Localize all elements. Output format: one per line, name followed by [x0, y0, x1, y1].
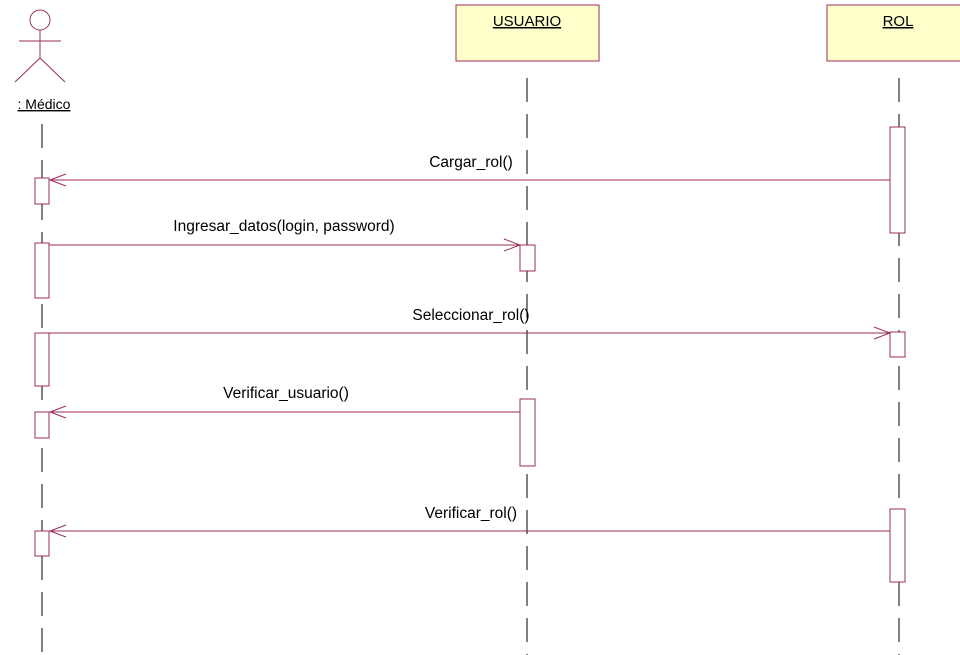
- actor-medico[interactable]: : Médico: [14, 9, 71, 112]
- message-seleccionar-rol[interactable]: Seleccionar_rol(): [49, 307, 892, 340]
- activation-bar-usuario: [519, 398, 536, 467]
- activation-bar-rol: [889, 331, 906, 358]
- arrow-head-icon: [48, 524, 67, 538]
- activation-bar-rol: [889, 508, 906, 583]
- activation-bar-medico: [34, 530, 50, 557]
- stick-figure-actor-icon: [14, 9, 66, 83]
- message-label: Seleccionar_rol(): [412, 307, 529, 324]
- activation-bar-usuario: [519, 244, 536, 272]
- object-box: [455, 4, 600, 62]
- object-label: ROL: [883, 13, 914, 30]
- message-label: Verificar_rol(): [425, 505, 517, 522]
- arrow-head-icon: [48, 405, 67, 419]
- activation-bar-medico: [34, 332, 50, 387]
- object-usuario[interactable]: USUARIO: [455, 4, 600, 62]
- arrow-head-icon: [873, 326, 892, 340]
- arrow-head-icon: [503, 238, 522, 252]
- message-label: Cargar_rol(): [429, 154, 513, 171]
- message-verificar-rol[interactable]: Verificar_rol(): [48, 505, 890, 538]
- message-label: Verificar_usuario(): [223, 385, 349, 402]
- arrow-head-icon: [48, 173, 67, 187]
- message-verificar-usuario[interactable]: Verificar_usuario(): [48, 385, 520, 419]
- actor-label: : Médico: [18, 96, 71, 112]
- message-cargar-rol[interactable]: Cargar_rol(): [48, 154, 890, 187]
- object-box: [826, 4, 960, 62]
- activation-bar-medico: [34, 242, 50, 299]
- message-ingresar-datos[interactable]: Ingresar_datos(login, password): [49, 218, 522, 252]
- message-label: Ingresar_datos(login, password): [173, 218, 394, 235]
- activation-bar-rol: [889, 126, 906, 234]
- object-rol[interactable]: ROL: [826, 4, 960, 62]
- activation-bar-medico: [34, 411, 50, 439]
- activation-bar-medico: [34, 177, 50, 205]
- object-label: USUARIO: [493, 13, 561, 30]
